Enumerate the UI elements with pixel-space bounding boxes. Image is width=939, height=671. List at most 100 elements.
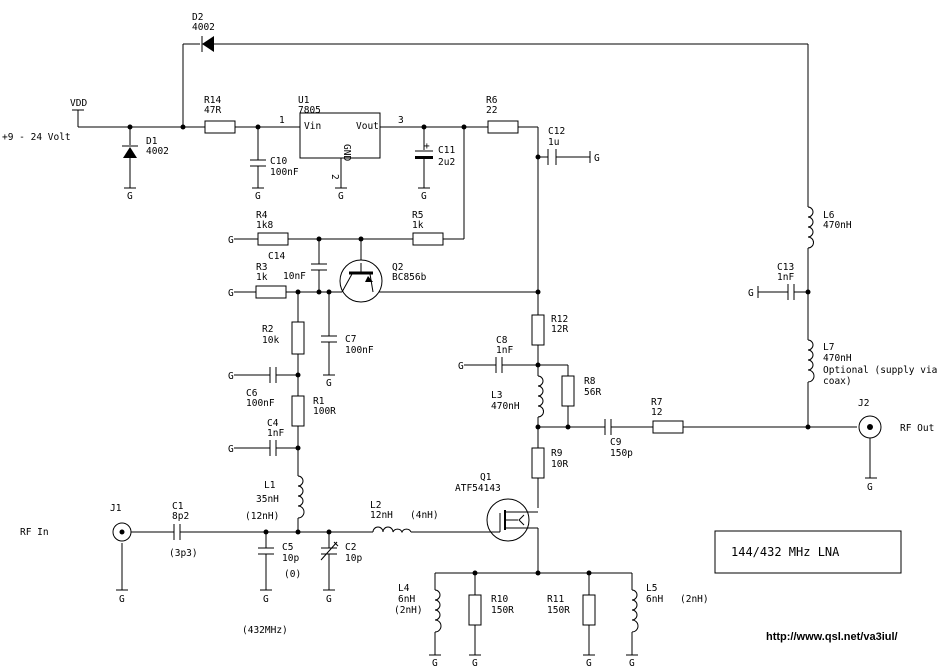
wires-bias (234, 238, 538, 532)
c1-value: 8p2 (172, 511, 189, 522)
c11-gnd: G (421, 191, 427, 202)
r2-value: 10k (262, 335, 279, 346)
inductor-l5 (631, 589, 639, 633)
c4-gnd: G (228, 444, 234, 455)
l7-note1: Optional (supply via (823, 365, 937, 376)
l4-alt: (2nH) (394, 605, 423, 616)
rf-out-label: RF Out (900, 423, 934, 434)
r4-ref: R4 (256, 210, 268, 221)
l6-ref: L6 (823, 210, 835, 221)
r8-value: 56R (584, 387, 601, 398)
resistor-r2 (291, 321, 305, 355)
l2-alt: (4nH) (410, 510, 439, 521)
r14-value: 47R (204, 105, 221, 116)
l5-alt: (2nH) (680, 594, 709, 605)
resistor-r1 (291, 395, 305, 427)
capacitor-c11 (415, 150, 433, 159)
c9-ref: C9 (610, 437, 622, 448)
r4-gnd: G (228, 235, 234, 246)
resistor-r3 (255, 285, 287, 299)
connector-j2[interactable] (858, 415, 882, 439)
r6-value: 22 (486, 105, 497, 116)
wires-q1 (434, 292, 857, 655)
q1-value: ATF54143 (455, 483, 501, 494)
connector-j1[interactable] (112, 522, 132, 542)
c14-value: 10nF (283, 271, 306, 282)
l5-gnd: G (629, 658, 635, 669)
l5-ref: L5 (646, 583, 657, 594)
c5-alt: (0) (284, 569, 301, 580)
resistor-r9 (531, 447, 545, 479)
capacitor-c1 (173, 524, 181, 540)
r10-gnd: G (472, 658, 478, 669)
wires-output (758, 248, 871, 478)
l4-ref: L4 (398, 583, 410, 594)
r6-ref: R6 (486, 95, 498, 106)
c6-gnd: G (228, 371, 234, 382)
j2-ref: J2 (858, 398, 869, 409)
inductor-l4 (434, 589, 442, 633)
j1-gnd: G (119, 594, 125, 605)
diode-d2 (201, 36, 214, 52)
resistor-r11 (582, 594, 596, 626)
l1-value: 35nH (256, 494, 279, 505)
r2-ref: R2 (262, 324, 273, 335)
r5-ref: R5 (412, 210, 423, 221)
c12-gnd: G (594, 153, 600, 164)
r9-ref: R9 (551, 448, 563, 459)
capacitor-c8 (495, 357, 503, 373)
d2-ref: D2 (192, 12, 203, 23)
u1-pin3: 3 (398, 115, 404, 126)
capacitor-c4 (269, 440, 277, 456)
transistor-q1 (480, 498, 539, 542)
capacitor-c13 (757, 284, 795, 300)
resistor-r5 (412, 232, 444, 246)
l6-value: 470nH (823, 220, 852, 231)
l2-value: 12nH (370, 510, 393, 521)
c9-value: 150p (610, 448, 633, 459)
r11-ref: R11 (547, 594, 564, 605)
c4-value: 1nF (267, 428, 284, 439)
r3-ref: R3 (256, 262, 267, 273)
resistor-r10 (468, 594, 482, 626)
l7-value: 470nH (823, 353, 852, 364)
transistor-q2 (339, 259, 383, 303)
u1-ref: U1 (298, 95, 310, 106)
capacitor-c9 (604, 419, 612, 435)
capacitor-c10 (250, 159, 266, 167)
r1-value: 100R (313, 406, 336, 417)
u1-value: 7805 (298, 105, 321, 116)
l4-value: 6nH (398, 594, 415, 605)
vdd-label: VDD (70, 98, 87, 109)
c5-note: (432MHz) (242, 625, 288, 636)
resistor-r8 (561, 375, 575, 407)
r3-value: 1k (256, 272, 268, 283)
c5-value: 10p (282, 553, 299, 564)
c13-ref: C13 (777, 262, 794, 273)
r7-ref: R7 (651, 397, 662, 408)
author-url[interactable]: http://www.qsl.net/va3iul/ (766, 631, 898, 643)
wires-rf-in (121, 531, 480, 590)
l1-ref: L1 (264, 480, 276, 491)
q2-ref: Q2 (392, 262, 403, 273)
r7-value: 12 (651, 407, 662, 418)
resistor-r4 (257, 232, 289, 246)
u1-vin: Vin (304, 121, 321, 132)
c13-value: 1nF (777, 272, 794, 283)
supply-range: +9 - 24 Volt (2, 132, 71, 143)
c7-value: 100nF (345, 345, 374, 356)
r10-ref: R10 (491, 594, 508, 605)
d1-gnd: G (127, 191, 133, 202)
d2-value: 4002 (192, 22, 215, 33)
c11-ref: C11 (438, 145, 455, 156)
c14-ref: C14 (268, 251, 285, 262)
c2-ref: C2 (345, 542, 356, 553)
r12-value: 12R (551, 324, 568, 335)
u1-pin1: 1 (279, 115, 285, 126)
c13-gnd: G (748, 288, 754, 299)
resistor-r14 (204, 120, 236, 134)
r10-value: 150R (491, 605, 514, 616)
r5-value: 1k (412, 220, 424, 231)
inductor-l2 (372, 526, 412, 534)
